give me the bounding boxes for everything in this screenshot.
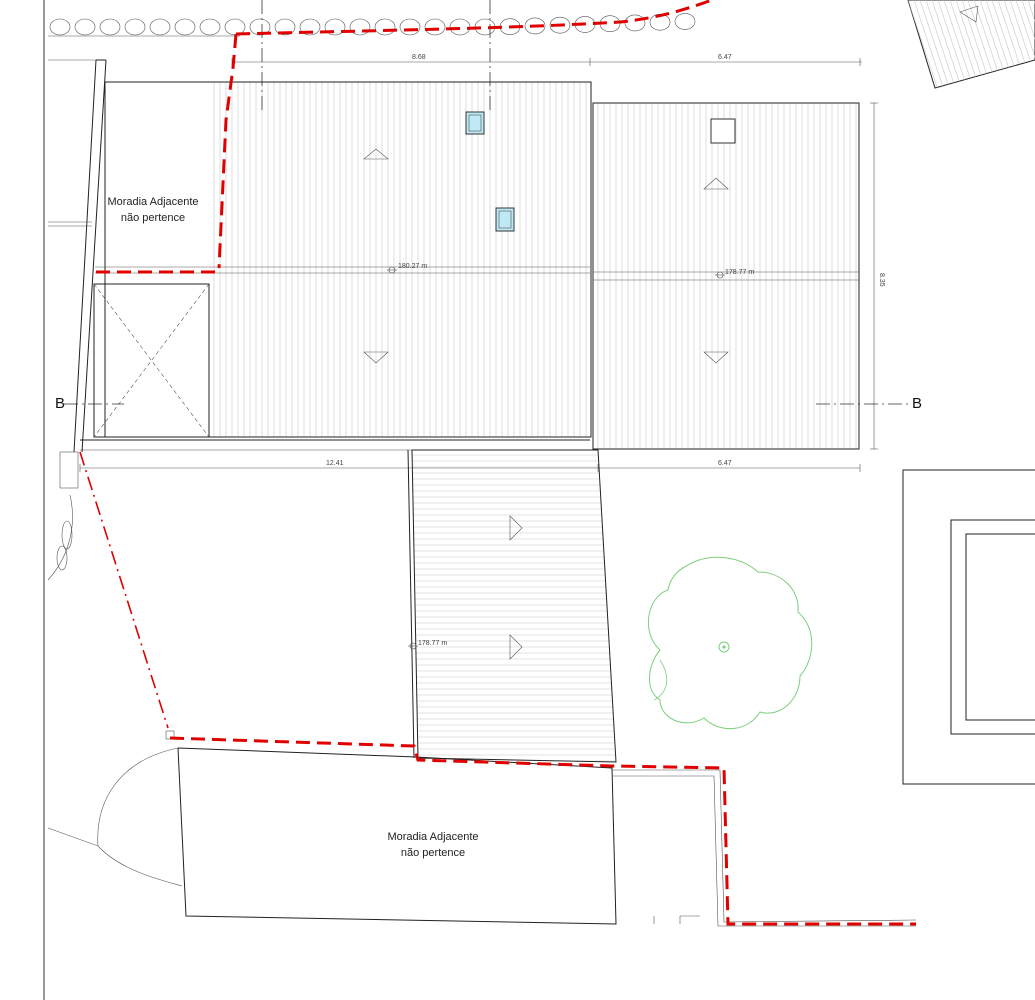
adjacent-house-label: Moradia Adjacente (387, 831, 478, 843)
main-roof: 180.27 m (80, 81, 598, 451)
dim-right-vertical: 8.35 (878, 273, 885, 287)
slope-arrow-down (363, 351, 389, 364)
adjacent-house-label: Moradia Adjacente (107, 196, 198, 208)
elevation-main-roof: 180.27 m (398, 263, 427, 270)
dimension-top: 8.68 6.47 (231, 54, 862, 66)
slope-arrow-up (363, 148, 389, 160)
skylight (495, 207, 515, 232)
adjacent-house-sublabel: não pertence (121, 212, 185, 224)
pool (902, 469, 1035, 785)
dimension-right: 8.35 (870, 102, 885, 450)
right-roof: 178.77 m (592, 102, 860, 450)
property-boundary (79, 0, 916, 926)
section-line: B B (55, 395, 922, 412)
adjacent-house-bottom: Moradia Adjacente não pertence (47, 730, 917, 927)
slope-arrow-up (703, 177, 729, 190)
roof-opening (710, 118, 736, 144)
tree (647, 556, 813, 730)
section-label-left: B (55, 395, 65, 412)
elevation-right-roof: 178.77 m (725, 269, 754, 276)
skylight (465, 111, 485, 135)
adjacent-house-top: Moradia Adjacente não pertence (48, 59, 199, 453)
slope-arrow (959, 5, 979, 23)
section-label-right: B (912, 395, 922, 412)
dim-bottom-right: 6.47 (718, 460, 732, 467)
dim-bottom-left: 12.41 (326, 460, 344, 467)
dim-top-right: 6.47 (718, 54, 732, 61)
adjacent-house-sublabel: não pertence (401, 847, 465, 859)
slope-arrow-right (509, 515, 523, 541)
elevation-lower-roof: 178.77 m (418, 640, 447, 647)
dim-top-left: 8.68 (412, 54, 426, 61)
gate-detail (47, 451, 79, 581)
slope-arrow-right (509, 634, 523, 660)
slope-arrow-down (703, 351, 729, 364)
neighbor-building-top-right (907, 0, 1035, 89)
lower-roof: 178.77 m (407, 449, 617, 763)
stair-void (93, 283, 210, 438)
dimension-bottom: 12.41 6.47 (79, 460, 861, 472)
